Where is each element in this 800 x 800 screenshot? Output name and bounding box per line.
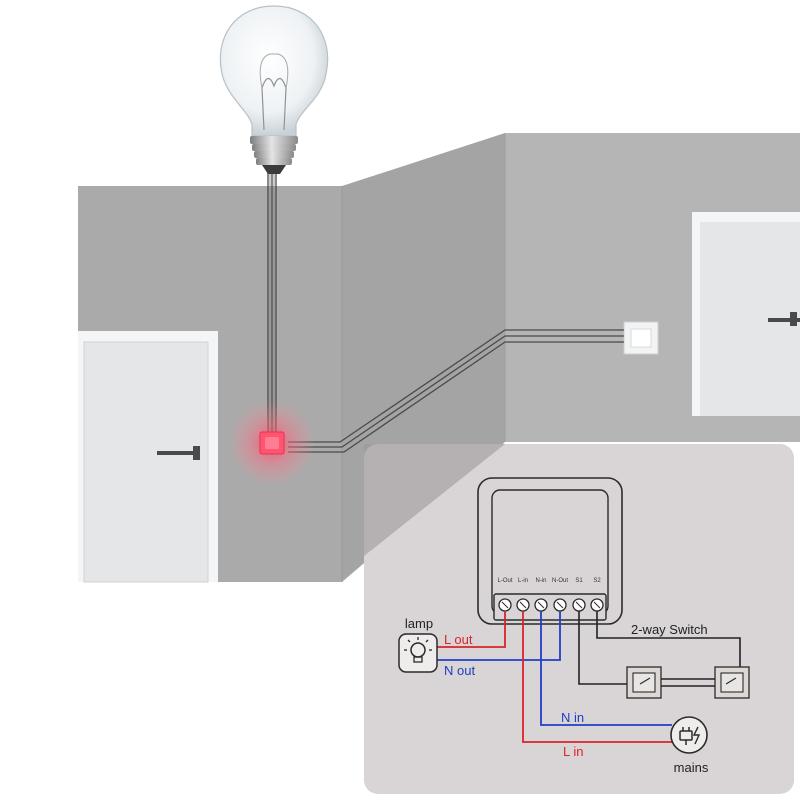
two-way-switch-right — [714, 666, 750, 699]
two-way-switch-label: 2-way Switch — [631, 622, 708, 637]
wire-switch — [578, 611, 741, 687]
smart-relay-device: L-Out L-in N-in N-Out S1 S2 — [477, 477, 623, 625]
lamp-icon — [398, 633, 438, 673]
terminal-label: L-Out — [497, 578, 512, 584]
l-out-label: L out — [444, 632, 473, 647]
two-way-switch-left — [626, 666, 662, 699]
terminal-label: N-in — [535, 578, 546, 584]
l-in-label: L in — [563, 744, 583, 759]
wire-l-in — [522, 611, 672, 743]
left-door — [78, 331, 218, 583]
wall-switch-icon — [623, 321, 659, 355]
mains-label: mains — [674, 760, 709, 775]
wire-n-out — [436, 611, 561, 661]
door-handle-icon — [157, 446, 200, 460]
wire-n-in — [540, 611, 672, 726]
terminal-label: L-in — [518, 578, 528, 584]
n-in-label: N in — [561, 710, 584, 725]
smart-relay-indicator — [228, 399, 316, 487]
light-bulb-icon — [219, 5, 329, 174]
terminal-label: S1 — [575, 578, 583, 584]
terminal-label: N-Out — [552, 578, 568, 584]
wire-l-out — [436, 611, 506, 648]
door-handle-icon — [768, 312, 800, 326]
plug-icon — [670, 716, 708, 754]
lamp-label: lamp — [405, 616, 433, 631]
wiring-diagram-panel: L-Out L-in N-in N-Out S1 S2 — [364, 444, 794, 794]
right-door — [692, 212, 800, 416]
n-out-label: N out — [444, 663, 475, 678]
terminal-label: S2 — [593, 578, 601, 584]
